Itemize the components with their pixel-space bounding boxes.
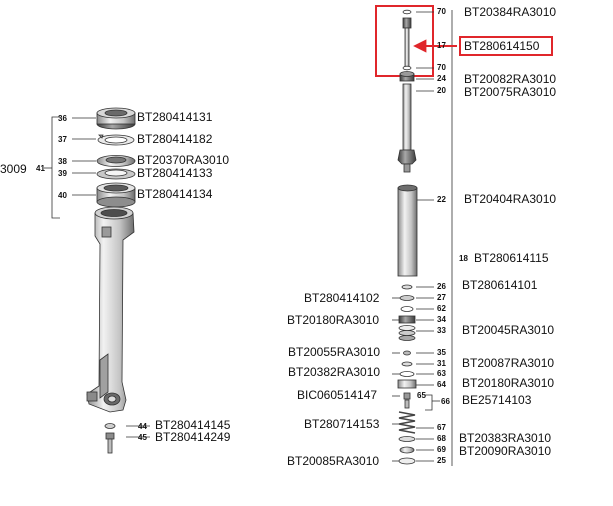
- part-31: [401, 361, 413, 367]
- part-66: [404, 399, 410, 409]
- part-62: [400, 306, 414, 312]
- highlight-arrow-head: [413, 39, 427, 53]
- part-20-damper-shaft: [397, 83, 417, 173]
- part-26: [401, 284, 413, 290]
- left-code-44[interactable]: BT280414145: [155, 418, 231, 432]
- left-parts-art: [86, 107, 136, 454]
- part-33b: [398, 330, 416, 336]
- left-code-40[interactable]: BT280414134: [137, 187, 213, 201]
- right-num-65: 65: [417, 391, 426, 400]
- part-39-bearing: [96, 168, 136, 180]
- left-code-45[interactable]: BT280414249: [155, 430, 231, 444]
- part-45-bolt: [105, 432, 115, 454]
- right-num-31: 31: [437, 359, 446, 368]
- right-num-68: 68: [437, 434, 446, 443]
- right-code-67[interactable]: BT280714153: [304, 417, 380, 431]
- left-num-38: 38: [58, 157, 67, 166]
- right-code-65[interactable]: BIC060514147: [297, 388, 378, 402]
- right-code-69[interactable]: BT20090RA3010: [459, 444, 552, 458]
- fork-leg-body: [86, 206, 135, 413]
- right-code-26[interactable]: BT280614101: [462, 278, 538, 292]
- part-70-oring-top: [402, 9, 412, 15]
- right-code-22[interactable]: BT20404RA3010: [464, 192, 557, 206]
- right-num-20: 20: [437, 86, 446, 95]
- right-num-25: 25: [437, 456, 446, 465]
- left-cut-label: 3009: [0, 162, 27, 176]
- right-code-33[interactable]: BT20045RA3010: [462, 323, 555, 337]
- part-63: [399, 371, 415, 377]
- right-code-27[interactable]: BT280414102: [304, 291, 380, 305]
- part-33c: [398, 335, 416, 341]
- right-parts-art: [397, 9, 418, 465]
- part-35: [403, 350, 411, 356]
- right-num-63: 63: [437, 369, 446, 378]
- right-code-68[interactable]: BT20383RA3010: [459, 431, 552, 445]
- right-num-34: 34: [437, 315, 446, 324]
- part-27: [399, 295, 415, 301]
- part-33a: [398, 325, 416, 331]
- left-num-40: 40: [58, 191, 67, 200]
- right-num-24: 24: [437, 74, 446, 83]
- right-num-64: 64: [437, 380, 446, 389]
- left-code-37[interactable]: BT280414182: [137, 132, 213, 146]
- part-34: [398, 315, 416, 324]
- part-25: [398, 457, 416, 465]
- right-num-22: 22: [437, 195, 446, 204]
- right-num-26: 26: [437, 282, 446, 291]
- group-41-bracket: [51, 116, 60, 219]
- part-24-cap: [399, 71, 415, 82]
- right-code-31[interactable]: BT20087RA3010: [462, 356, 555, 370]
- right-num-70-bottom: 70: [437, 63, 446, 72]
- right-code-63[interactable]: BT20382RA3010: [288, 365, 381, 379]
- right-group-number: 18: [459, 254, 468, 263]
- left-code-39[interactable]: BT280414133: [137, 166, 213, 180]
- part-37-washer: [97, 134, 135, 146]
- right-num-66: 66: [441, 397, 450, 406]
- part-40-crown-race: [96, 182, 136, 208]
- right-num-35: 35: [437, 348, 446, 357]
- left-num-37: 37: [58, 135, 67, 144]
- left-code-38[interactable]: BT20370RA3010: [137, 153, 230, 167]
- right-code-66[interactable]: BE25714103: [462, 393, 532, 407]
- right-num-62: 62: [437, 304, 446, 313]
- right-code-35[interactable]: BT20055RA3010: [288, 345, 381, 359]
- left-code-36[interactable]: BT280414131: [137, 110, 213, 124]
- right-code-70[interactable]: BT20384RA3010: [464, 5, 557, 19]
- left-group-number: 41: [36, 164, 45, 173]
- left-num-45: 45: [138, 433, 147, 442]
- right-num-27: 27: [437, 293, 446, 302]
- right-num-33: 33: [437, 326, 446, 335]
- left-assembly: [44, 116, 150, 438]
- right-num-70-top: 70: [437, 7, 446, 16]
- part-64: [397, 379, 417, 389]
- right-code-25[interactable]: BT20085RA3010: [287, 454, 380, 468]
- right-num-17: 17: [437, 41, 446, 50]
- part-70-oring-bottom: [402, 65, 412, 71]
- part-38-race: [96, 155, 136, 167]
- right-code-64[interactable]: BT20180RA3010: [462, 376, 555, 390]
- highlighted-part-box[interactable]: BT280614150: [459, 36, 553, 56]
- part-17-cartridge-rod: [402, 17, 412, 69]
- highlighted-part-code[interactable]: BT280614150: [464, 39, 540, 53]
- part-22-tube: [397, 184, 418, 277]
- right-code-34[interactable]: BT20180RA3010: [287, 313, 380, 327]
- right-group-code[interactable]: BT280614115: [474, 251, 549, 265]
- right-assembly-lines: [375, 5, 457, 466]
- right-code-24[interactable]: BT20082RA3010: [464, 72, 557, 86]
- part-67-spring: [398, 411, 416, 434]
- left-num-44: 44: [138, 422, 147, 431]
- part-44-washer: [104, 423, 116, 429]
- part-65: [403, 392, 411, 400]
- left-num-36: 36: [58, 114, 67, 123]
- right-num-69: 69: [437, 445, 446, 454]
- right-code-20[interactable]: BT20075RA3010: [464, 85, 557, 99]
- part-69: [399, 446, 415, 454]
- part-36-locknut: [96, 107, 136, 130]
- left-num-39: 39: [58, 169, 67, 178]
- part-68: [398, 436, 416, 442]
- right-num-67: 67: [437, 423, 446, 432]
